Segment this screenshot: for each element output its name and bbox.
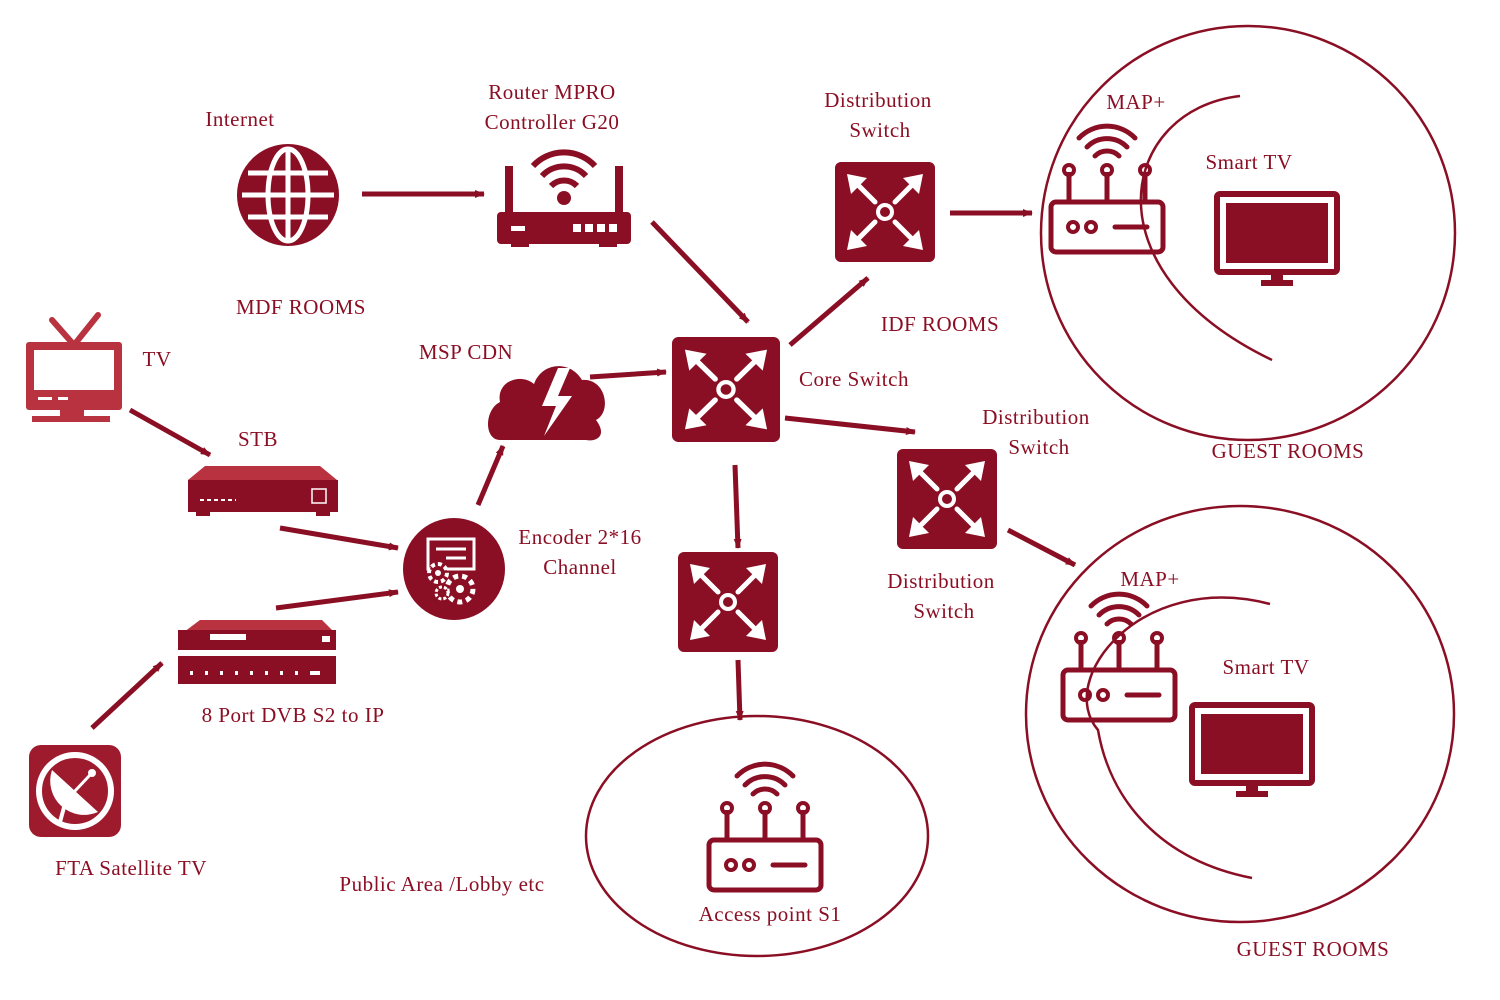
- arrow-encoder-cloud: [475, 445, 506, 506]
- network-switch-icon: [835, 162, 935, 262]
- map-bottom-label: MAP+: [1120, 567, 1179, 591]
- public-area-label: Public Area /Lobby etc: [339, 872, 544, 896]
- access-point-icon: [709, 764, 821, 890]
- idf-rooms-label: IDF ROOMS: [881, 312, 999, 336]
- dist-switch-right-label-line2: Switch: [1008, 435, 1069, 459]
- encoder-label-line2: Channel: [543, 555, 616, 579]
- gears-encoder-icon: [403, 518, 505, 620]
- arrow-core-dist-top: [788, 276, 870, 347]
- network-switch-icon: [672, 337, 780, 442]
- lightning-cloud-icon: [488, 366, 605, 441]
- arrow-tv-stb: [128, 407, 212, 458]
- arrow-cloud-core: [589, 368, 667, 380]
- monitor-icon: [1217, 194, 1337, 286]
- internet-label: Internet: [205, 107, 274, 131]
- arrow-lower-switch-ap: [735, 659, 744, 721]
- rack-unit-icon: [178, 620, 336, 684]
- fta-label: FTA Satellite TV: [55, 856, 207, 880]
- network-switch-icon: [897, 449, 997, 549]
- dvb-label: 8 Port DVB S2 to IP: [202, 703, 385, 727]
- connections: [90, 190, 1077, 730]
- satellite-dish-icon: [29, 745, 121, 837]
- core-switch-label: Core Switch: [799, 367, 909, 391]
- router-label-line2: Controller G20: [485, 110, 620, 134]
- smart-tv-top-label: Smart TV: [1205, 150, 1292, 174]
- arrow-core-dist-right: [784, 415, 916, 436]
- monitor-icon: [1192, 705, 1312, 797]
- globe-icon: [237, 144, 339, 246]
- encoder-label-line1: Encoder 2*16: [518, 525, 641, 549]
- smart-tv-bottom-label: Smart TV: [1222, 655, 1309, 679]
- arrow-core-lower-switch: [732, 464, 742, 549]
- access-point-icon: [1063, 594, 1175, 720]
- guest-rooms-bottom-label: GUEST ROOMS: [1237, 937, 1390, 961]
- arrow-stb-encoder: [279, 525, 399, 551]
- dist-switch-top-label-line1: Distribution: [824, 88, 932, 112]
- dist-switch-right-label-line1: Distribution: [982, 405, 1090, 429]
- labels: Internet Router MPRO Controller G20 MDF …: [55, 80, 1389, 961]
- arrow-dvb-encoder: [275, 589, 399, 611]
- access-point-label: Access point S1: [699, 902, 842, 926]
- map-top-label: MAP+: [1106, 90, 1165, 114]
- router-label-line1: Router MPRO: [488, 80, 615, 104]
- arrow-router-core: [650, 220, 750, 324]
- public-area-circle: [584, 714, 930, 958]
- network-switch-icon: [678, 552, 778, 652]
- guest-room-bottom-arc: [1085, 596, 1271, 880]
- arrow-dist-right-guest: [1006, 527, 1077, 568]
- retro-tv-icon: [26, 312, 122, 422]
- dist-switch-lower-label-line1: Distribution: [887, 569, 995, 593]
- wifi-router-icon: [497, 149, 631, 247]
- set-top-box-icon: [188, 466, 338, 516]
- arrow-satellite-dvb: [90, 661, 164, 730]
- tv-label: TV: [143, 347, 172, 371]
- mdf-rooms-label: MDF ROOMS: [236, 295, 366, 319]
- guest-rooms-top-label: GUEST ROOMS: [1212, 439, 1365, 463]
- dist-switch-lower-label-line2: Switch: [913, 599, 974, 623]
- guest-room-top-circle: [1039, 24, 1457, 442]
- guest-room-bottom-circle: [1024, 504, 1456, 924]
- stb-label: STB: [238, 427, 278, 451]
- msp-cdn-label: MSP CDN: [419, 340, 513, 364]
- dist-switch-top-label-line2: Switch: [849, 118, 910, 142]
